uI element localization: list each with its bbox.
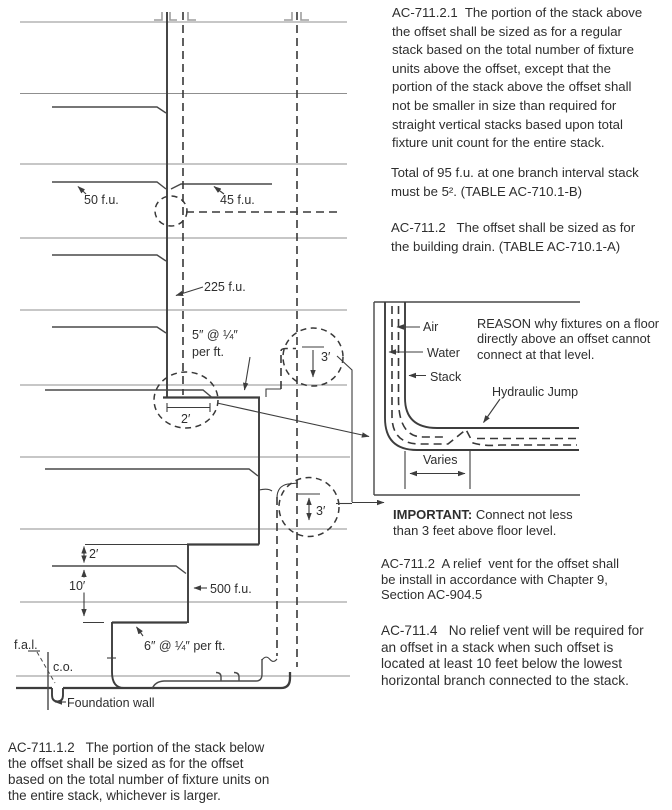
label-stack: Stack: [430, 370, 462, 384]
label-cleanout: c.o.: [53, 660, 73, 674]
important-label: IMPORTANT:: [393, 507, 473, 522]
label-water: Water: [427, 346, 460, 360]
important-text: Connect not less: [472, 507, 573, 522]
paragraph-line: an offset in a stack when such offset is: [381, 639, 614, 655]
paragraph-total-95-fu: Total of 95 f.u. at one branch interval …: [391, 164, 639, 201]
label-hydraulic-jump: Hydraulic Jump: [492, 385, 578, 399]
paragraph-line: Total of 95 f.u. at one branch interval …: [391, 165, 639, 180]
paragraph-line: fixture unit count for the entire stack.: [392, 135, 605, 151]
label-drain-size: 6″ @ ¼″ per ft.: [144, 639, 225, 653]
label-225-fu: 225 f.u.: [204, 280, 246, 294]
paragraph-line: AC-711.2 A relief vent for the offset sh…: [381, 556, 619, 571]
paragraph-ac-711-4: AC-711.4 No relief vent will be required…: [381, 623, 644, 689]
paragraph-line: be install in accordance with Chapter 9,: [381, 571, 608, 587]
paragraph-line: stack based on the total number of fixtu…: [392, 42, 634, 58]
paragraph-line: the offset shall be sized as for a regul…: [392, 23, 622, 39]
floor-lines: [16, 21, 350, 677]
label-500-fu: 500 f.u.: [210, 582, 252, 596]
label-dim-3ft-upper: 3′: [321, 350, 331, 364]
label-fresh-air-inlet: f.a.l.: [14, 638, 38, 652]
label-50-fu: 50 f.u.: [84, 193, 119, 207]
label-offset-size-1: 5″ @ ¼″: [192, 328, 238, 342]
paragraph-line: REASON why fixtures on a floor: [477, 316, 660, 331]
paragraph-line: straight vertical stacks based upon tota…: [392, 116, 623, 132]
diagram-labels: 50 f.u. 45 f.u. 225 f.u. 5″ @ ¼″ per ft.…: [14, 193, 578, 710]
dimension-arrows: [54, 186, 385, 705]
label-foundation-wall: Foundation wall: [67, 696, 155, 710]
roof-flashing-icon: [154, 12, 309, 21]
paragraph-line: the building drain. (TABLE AC-710.1-A): [391, 238, 621, 254]
label-air: Air: [423, 320, 438, 334]
paragraph-ac-711-2-relief: AC-711.2 A relief vent for the offset sh…: [381, 556, 619, 603]
paragraph-reason: REASON why fixtures on a floor directly …: [477, 316, 659, 362]
paragraph-line: based on the total number of fixture uni…: [8, 771, 270, 787]
paragraph-line: AC-711.4 No relief vent will be required…: [381, 623, 644, 638]
paragraph-line: units above the offset, except that the: [392, 60, 611, 76]
paragraph-ac-711-2-1: AC-711.2.1 The portion of the stack abov…: [392, 4, 642, 153]
paragraph-line: horizontal branch connected to the stack…: [381, 672, 629, 688]
label-dim-2ft-offset: 2′: [181, 412, 191, 426]
paragraph-line: AC-711.2 The offset shall be sized as fo…: [391, 220, 636, 235]
paragraph-important-note: IMPORTANT: Connect not less than 3 feet …: [393, 507, 573, 538]
label-45-fu: 45 f.u.: [220, 193, 255, 207]
hydraulic-jump-inset: [373, 301, 580, 496]
paragraph-line: the entire stack, whichever is larger.: [8, 787, 221, 803]
detail-circles: [153, 195, 344, 538]
vent-lines: [182, 12, 338, 667]
paragraph-ac-711-2: AC-711.2 The offset shall be sized as fo…: [391, 219, 635, 256]
branch-lines: [45, 106, 272, 624]
paragraph-line: than 3 feet above floor level.: [393, 522, 557, 538]
building-drain-pipe: [16, 650, 292, 710]
label-varies: Varies: [423, 453, 458, 467]
label-offset-size-2: per ft.: [192, 345, 224, 359]
paragraph-line: must be 5². (TABLE AC-710.1-B): [391, 183, 583, 199]
label-dim-2ft-lower: 2′: [89, 547, 99, 561]
paragraph-ac-711-1-2: AC-711.1.2 The portion of the stack belo…: [8, 740, 269, 804]
paragraph-line: portion of the stack above the offset sh…: [392, 79, 632, 95]
label-dim-10ft: 10′: [69, 579, 86, 593]
paragraph-line: connect at that level.: [477, 346, 595, 362]
paragraph-line: the offset shall be sized as for the off…: [8, 755, 244, 771]
paragraph-line: AC-711.1.2 The portion of the stack belo…: [8, 740, 265, 755]
paragraph-line: IMPORTANT: Connect not less: [393, 507, 573, 523]
paragraph-line: not be smaller in size than required for: [392, 97, 617, 113]
label-dim-3ft-lower: 3′: [316, 504, 326, 518]
paragraph-line: directly above an offset cannot: [477, 331, 651, 347]
paragraph-line: located at least 10 feet below the lowes…: [381, 656, 623, 672]
paragraph-line: AC-711.2.1 The portion of the stack abov…: [392, 5, 643, 20]
paragraph-line: Section AC-904.5: [381, 587, 483, 603]
